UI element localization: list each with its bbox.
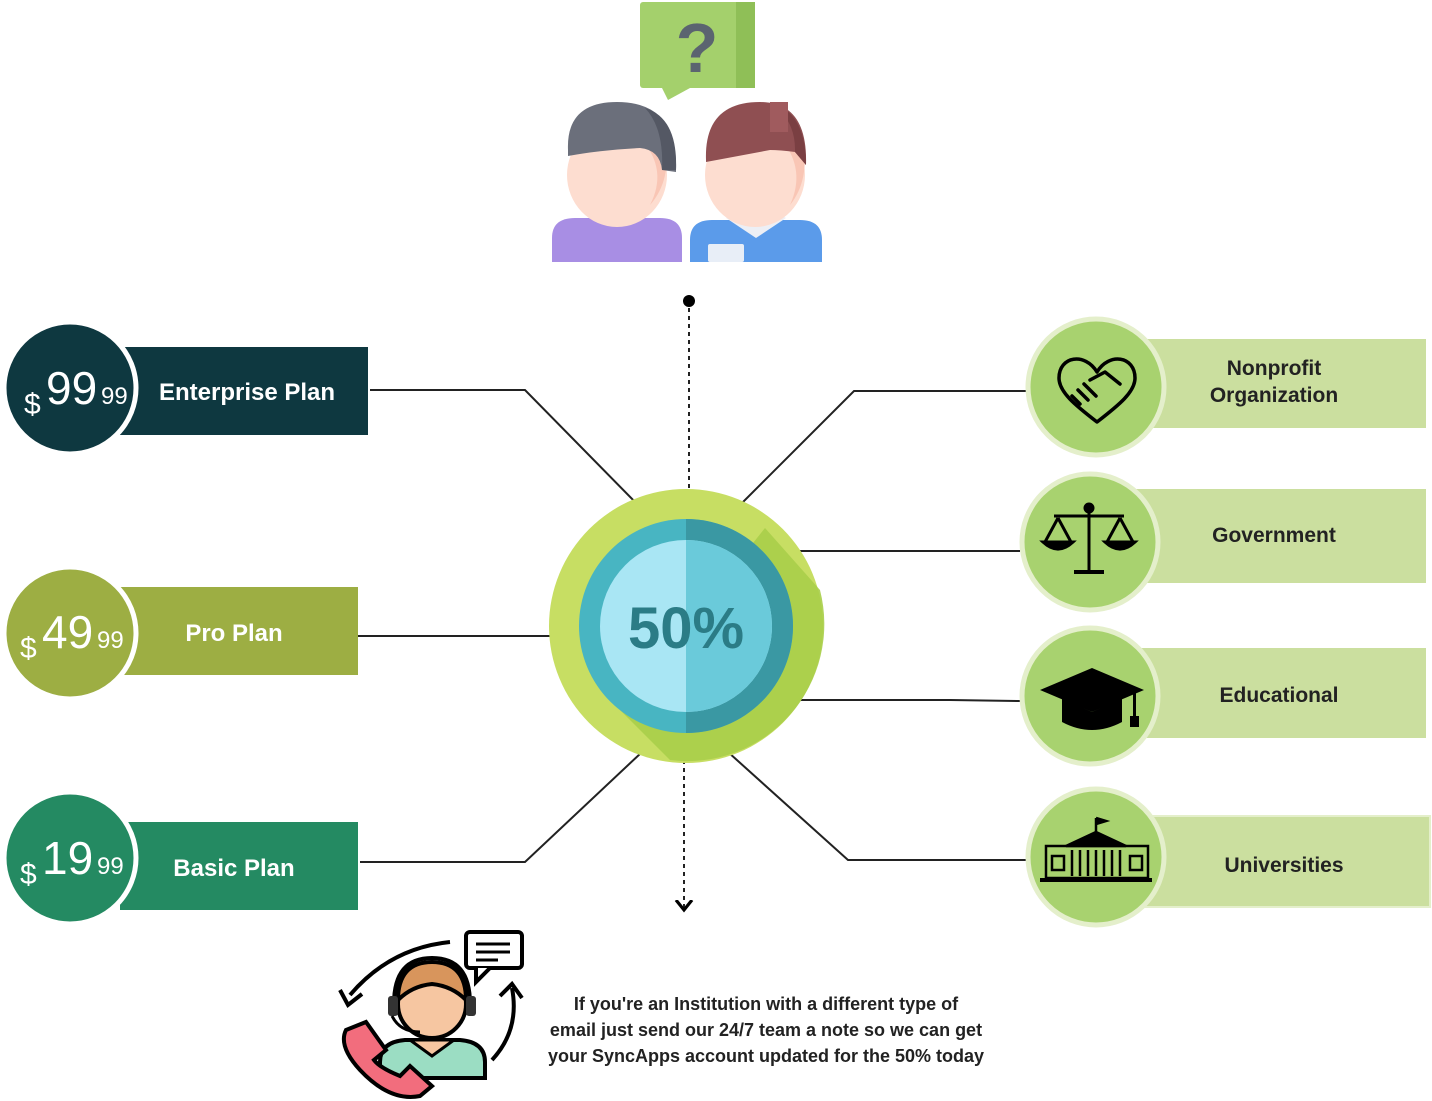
- contact-note-line3: your SyncApps account updated for the 50…: [548, 1046, 984, 1066]
- plan-basic: $ 19 99 Basic Plan: [1, 789, 358, 927]
- category-universities-label: Universities: [1224, 854, 1343, 877]
- contact-note-line2: email just send our 24/7 team a note so …: [550, 1020, 982, 1040]
- plan-basic-price: 19: [42, 832, 93, 884]
- plan-enterprise: $ 99 99 Enterprise Plan: [1, 319, 368, 457]
- plan-pro-cents: 99: [97, 627, 124, 654]
- category-educational-label: Educational: [1219, 684, 1338, 707]
- plan-enterprise-label: Enterprise Plan: [159, 379, 335, 406]
- connector-lines: [358, 389, 1028, 863]
- scales-of-justice-icon: [1039, 502, 1139, 574]
- university-building-icon: [1040, 816, 1152, 882]
- handshake-heart-icon: [1057, 357, 1137, 424]
- category-nonprofit-line1: Nonprofit: [1227, 357, 1321, 380]
- category-government-label: Government: [1212, 524, 1336, 547]
- plan-enterprise-price: 99: [46, 362, 97, 414]
- category-government: Government: [1019, 471, 1426, 613]
- category-nonprofit: Nonprofit Organization: [1025, 316, 1426, 458]
- svg-text:?: ?: [676, 9, 719, 87]
- top-connector-dot: [683, 295, 695, 307]
- plan-pro-label: Pro Plan: [185, 620, 282, 647]
- graduation-cap-icon: [1040, 668, 1144, 730]
- support-agent-icon: [338, 930, 524, 1099]
- plan-basic-dollar: $: [20, 858, 37, 891]
- contact-note: If you're an Institution with a differen…: [548, 994, 984, 1066]
- plan-pro-price: 49: [42, 606, 93, 658]
- contact-note-line1: If you're an Institution with a differen…: [574, 994, 959, 1014]
- plan-basic-label: Basic Plan: [173, 855, 294, 882]
- category-universities: Universities: [1025, 786, 1431, 928]
- center-discount-badge: 50%: [549, 489, 825, 763]
- discount-label: 50%: [628, 596, 744, 661]
- plan-enterprise-cents: 99: [101, 383, 128, 410]
- plan-pro-dollar: $: [20, 632, 37, 665]
- plan-basic-cents: 99: [97, 853, 124, 880]
- category-nonprofit-line2: Organization: [1210, 384, 1338, 407]
- plan-enterprise-dollar: $: [24, 388, 41, 421]
- two-people-question-icon: ?: [552, 2, 822, 262]
- category-educational: Educational: [1019, 625, 1426, 767]
- plan-pro: $ 49 99 Pro Plan: [1, 564, 358, 702]
